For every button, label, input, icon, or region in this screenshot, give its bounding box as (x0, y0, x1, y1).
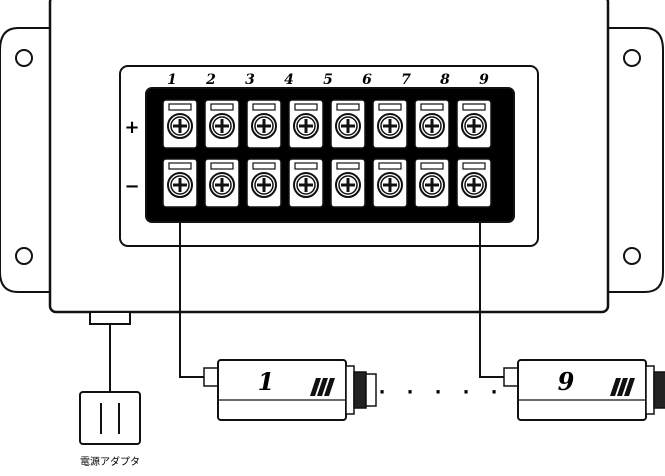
camera-badge-icon (310, 378, 335, 396)
phillips-screw-icon (330, 158, 366, 208)
camera-number: 1 (258, 367, 275, 396)
camera: 1 (203, 359, 377, 421)
phillips-screw-icon (204, 99, 240, 149)
terminal-number: 1 (167, 72, 177, 88)
phillips-screw-icon (246, 99, 282, 149)
junction-box (0, 0, 664, 314)
power-port (89, 311, 131, 325)
phillips-screw-icon (456, 99, 492, 149)
ellipsis-dot: · (491, 382, 498, 403)
mount-hole-bottom-left (15, 247, 33, 265)
phillips-screw-icon (288, 99, 324, 149)
ellipsis-dot: · (463, 382, 470, 403)
camera: 9 (503, 359, 665, 421)
mount-hole-top-right (623, 49, 641, 67)
terminal-numbers: 1 2 3 4 5 6 7 8 9 (167, 72, 489, 88)
mounting-ear-right (607, 27, 664, 293)
mount-hole-bottom-right (623, 247, 641, 265)
screw-layer (162, 99, 492, 208)
phillips-screw-icon (372, 158, 408, 208)
phillips-screw-icon (162, 158, 198, 208)
phillips-screw-icon (162, 99, 198, 149)
terminal-number: 2 (205, 72, 216, 88)
wire-camera-9 (479, 222, 505, 378)
phillips-screw-icon (246, 158, 282, 208)
power-adapter: 電源アダプタ (79, 391, 141, 468)
camera-badge-icon (610, 378, 635, 396)
ellipsis: · · · · · (379, 382, 498, 403)
terminal-number: 5 (323, 72, 333, 88)
polarity-minus: − (124, 176, 139, 197)
power-plug-icon (79, 391, 141, 445)
adapter-label: 電源アダプタ (80, 455, 140, 468)
terminal-number: 9 (479, 72, 489, 88)
phillips-screw-icon (414, 99, 450, 149)
ellipsis-dot: · (379, 382, 386, 403)
terminal-number: 6 (362, 72, 372, 88)
terminal-number: 3 (245, 72, 255, 88)
mounting-ear-left (0, 27, 52, 293)
camera-number: 9 (558, 367, 575, 396)
ellipsis-dot: · (435, 382, 442, 403)
polarity-plus: + (124, 117, 139, 138)
phillips-screw-icon (204, 158, 240, 208)
phillips-screw-icon (288, 158, 324, 208)
terminal-number: 8 (440, 72, 450, 88)
wire-camera-1 (179, 222, 205, 378)
terminal-number: 4 (284, 72, 294, 88)
phillips-screw-icon (456, 158, 492, 208)
phillips-screw-icon (372, 99, 408, 149)
wires (109, 222, 505, 392)
terminal-number: 7 (401, 72, 411, 88)
ellipsis-dot: · (407, 382, 414, 403)
phillips-screw-icon (414, 158, 450, 208)
mount-hole-top-left (15, 49, 33, 67)
phillips-screw-icon (330, 99, 366, 149)
